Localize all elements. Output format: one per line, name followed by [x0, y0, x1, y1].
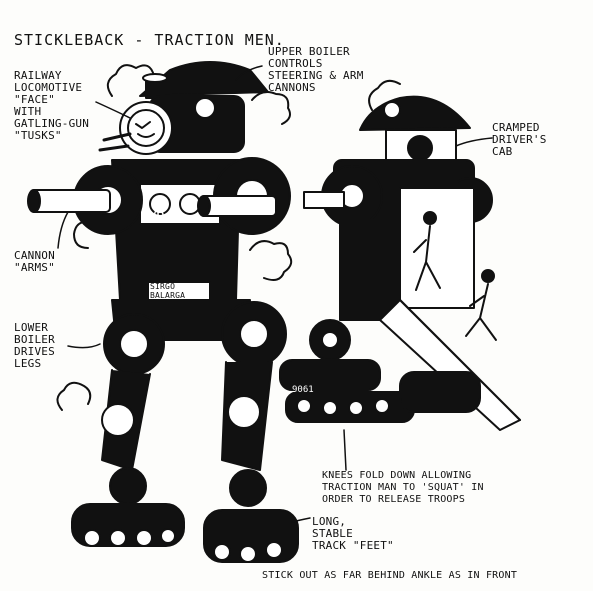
label-cannon-arms: CANNON "ARMS" — [14, 249, 55, 274]
label-upper-boiler: UPPER BOILER CONTROLS STEERING & ARM CAN… — [268, 45, 364, 94]
leader-lines — [57, 65, 493, 523]
side-number: 9061 — [292, 385, 314, 395]
chest-letters: VR — [148, 210, 165, 226]
label-railway-face: RAILWAY LOCOMOTIVE "FACE" WITH GATLING-G… — [14, 69, 90, 142]
nameplate: SIRGO BALARGA — [150, 282, 186, 300]
label-stick-out: STICK OUT AS FAR BEHIND ANKLE AS IN FRON… — [262, 570, 518, 581]
page-title: STICKLEBACK - TRACTION MEN. — [14, 31, 285, 49]
front-walker — [27, 61, 299, 563]
label-knees-fold: KNEES FOLD DOWN ALLOWING TRACTION MAN TO… — [322, 470, 484, 505]
label-cramped-cab: CRAMPED DRIVER'S CAB — [492, 121, 547, 158]
side-walker — [279, 79, 521, 431]
label-track-feet: LONG, STABLE TRACK "FEET" — [312, 515, 394, 552]
label-lower-boiler: LOWER BOILER DRIVES LEGS — [14, 321, 55, 370]
